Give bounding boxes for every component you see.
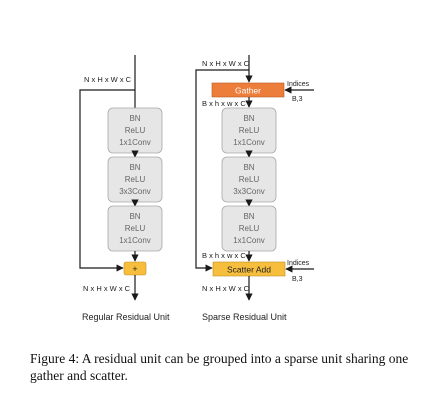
right-block-3-line-3: 1x1Conv bbox=[233, 236, 265, 245]
right-output-label: N x H x W x C bbox=[202, 284, 250, 293]
add-symbol: + bbox=[132, 264, 137, 274]
right-block-3: BN ReLU 1x1Conv bbox=[221, 205, 277, 252]
left-block-1-line-2: ReLU bbox=[125, 126, 146, 135]
left-block-3: BN ReLU 1x1Conv bbox=[107, 205, 163, 252]
right-block-2-line-2: ReLU bbox=[239, 175, 260, 184]
left-skip-connection bbox=[79, 89, 135, 272]
left-input-label: N x H x W x C bbox=[84, 75, 132, 84]
scatter-indices-label: Indices bbox=[287, 260, 310, 267]
left-block-2-line-2: ReLU bbox=[125, 175, 146, 184]
figure-caption: Figure 4: A residual unit can be grouped… bbox=[30, 351, 409, 383]
right-block-1: BN ReLU 1x1Conv bbox=[221, 107, 277, 154]
left-block-3-line-3: 1x1Conv bbox=[119, 236, 151, 245]
left-block-3-line-1: BN bbox=[129, 212, 140, 221]
left-block-1: BN ReLU 1x1Conv bbox=[107, 107, 163, 154]
left-title: Regular Residual Unit bbox=[82, 312, 170, 322]
gather-indices-label: Indices bbox=[287, 81, 310, 88]
right-title: Sparse Residual Unit bbox=[202, 312, 287, 322]
right-block-2: BN ReLU 3x3Conv bbox=[221, 156, 277, 203]
scatter-indices-sub: B,3 bbox=[292, 276, 303, 283]
right-block-2-line-3: 3x3Conv bbox=[233, 187, 265, 196]
right-input-label: N x H x W x C bbox=[202, 59, 250, 68]
right-block-2-line-1: BN bbox=[243, 163, 254, 172]
after-gather-label: B x h x w x C bbox=[202, 99, 246, 108]
before-scatter-label: B x h x w x C bbox=[202, 251, 246, 260]
sparse-residual-unit: N x H x W x C Gather Indices B,3 B x h x… bbox=[195, 55, 314, 322]
left-block-1-line-1: BN bbox=[129, 114, 140, 123]
gather-label: Gather bbox=[235, 86, 261, 96]
left-block-3-line-2: ReLU bbox=[125, 224, 146, 233]
left-block-2-line-3: 3x3Conv bbox=[119, 187, 151, 196]
right-block-1-line-2: ReLU bbox=[239, 126, 260, 135]
regular-residual-unit: N x H x W x C BN ReLU 1x1Conv BN ReLU 3x… bbox=[79, 55, 170, 322]
scatter-add-label: Scatter Add bbox=[227, 265, 271, 275]
residual-unit-diagram: N x H x W x C BN ReLU 1x1Conv BN ReLU 3x… bbox=[79, 55, 314, 322]
right-block-3-line-1: BN bbox=[243, 212, 254, 221]
left-block-1-line-3: 1x1Conv bbox=[119, 138, 151, 147]
add-node: + bbox=[123, 261, 147, 276]
scatter-add-node: Scatter Add bbox=[212, 261, 286, 277]
left-block-2: BN ReLU 3x3Conv bbox=[107, 156, 163, 203]
right-block-3-line-2: ReLU bbox=[239, 224, 260, 233]
left-output-label: N x H x W x C bbox=[83, 284, 131, 293]
gather-node: Gather bbox=[211, 82, 285, 98]
right-block-1-line-1: BN bbox=[243, 114, 254, 123]
gather-box bbox=[211, 82, 285, 98]
right-skip-connection bbox=[195, 69, 249, 272]
left-block-2-line-1: BN bbox=[129, 163, 140, 172]
gather-indices-sub: B,3 bbox=[292, 96, 303, 103]
right-block-1-line-3: 1x1Conv bbox=[233, 138, 265, 147]
